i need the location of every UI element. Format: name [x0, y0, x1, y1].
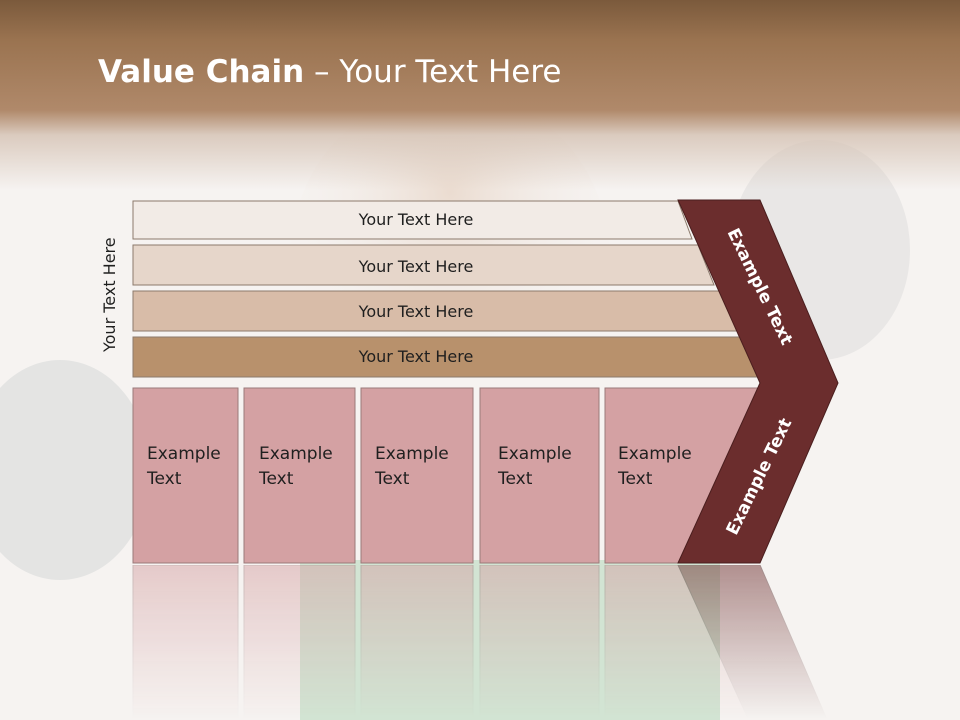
column-1-line1: Example: [147, 444, 221, 464]
row-label-3: Your Text Here: [358, 302, 474, 321]
page-title: Value Chain – Your Text Here: [98, 54, 561, 90]
column-3-line2: Text: [374, 469, 410, 489]
column-box-3: [360, 387, 474, 564]
row-bar-1: [132, 200, 693, 240]
column-box-1: [132, 387, 239, 564]
column-1-line2: Text: [146, 469, 182, 489]
column-3-line1: Example: [375, 444, 449, 464]
column-box-2: [243, 387, 356, 564]
column-5-line2: Text: [617, 469, 653, 489]
chevron-arrow: [677, 199, 839, 564]
row-label-1: Your Text Here: [358, 210, 474, 229]
row-bar-2: [132, 244, 715, 286]
column-box-4: [479, 387, 600, 564]
title-bold: Value Chain: [98, 54, 305, 90]
row-label-2: Your Text Here: [358, 257, 474, 276]
column-5-line1: Example: [618, 444, 692, 464]
row-label-4: Your Text Here: [358, 347, 474, 366]
title-rest: – Your Text Here: [304, 54, 562, 90]
column-2-line2: Text: [258, 469, 294, 489]
column-4-line1: Example: [498, 444, 572, 464]
header-band: [0, 0, 960, 190]
diagram-reflection: [132, 564, 828, 720]
column-4-line2: Text: [497, 469, 533, 489]
column-2-line1: Example: [259, 444, 333, 464]
